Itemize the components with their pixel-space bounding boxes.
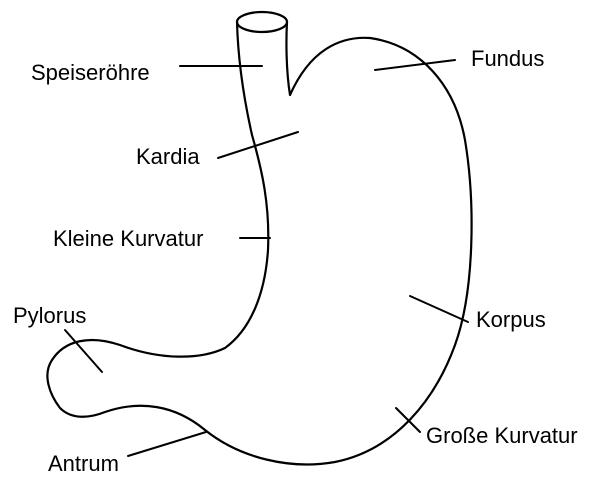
label-korpus: Korpus: [476, 307, 546, 332]
leader-korpus: [410, 296, 468, 322]
label-kleine-kurvatur: Kleine Kurvatur: [53, 226, 203, 251]
label-kardia: Kardia: [136, 144, 200, 169]
leader-pylorus: [65, 330, 102, 372]
label-antrum: Antrum: [48, 451, 119, 476]
esophagus-opening: [237, 12, 287, 32]
label-pylorus: Pylorus: [13, 303, 86, 328]
leader-fundus: [375, 60, 455, 70]
label-fundus: Fundus: [471, 46, 544, 71]
labels: Speiseröhre Fundus Kardia Kleine Kurvatu…: [13, 46, 578, 476]
label-grosse-kurvatur: Große Kurvatur: [426, 423, 578, 448]
leader-antrum: [128, 432, 206, 456]
label-speiseroehre: Speiseröhre: [31, 60, 150, 85]
